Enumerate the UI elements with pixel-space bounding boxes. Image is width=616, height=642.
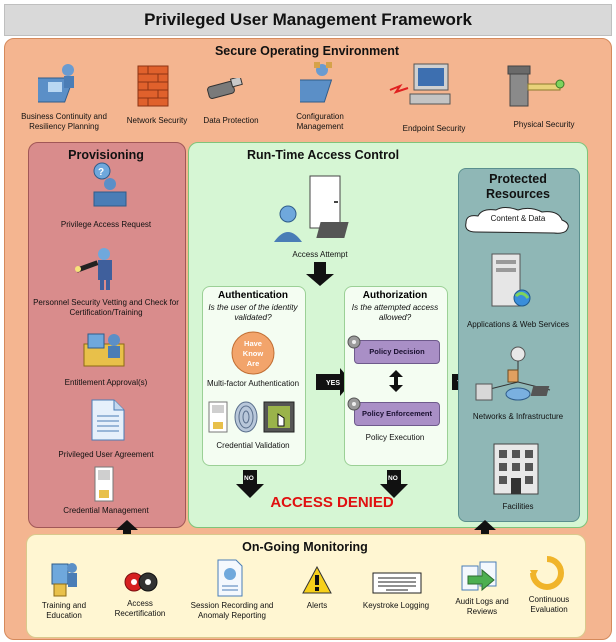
mon-label-recertification: Access Recertification [114, 599, 166, 618]
protected-header-line2: Resources [486, 187, 550, 201]
env-label-configuration: Configuration Management [296, 112, 344, 131]
session-recording-icon [217, 559, 243, 597]
mon-label-training: Training and Education [41, 601, 87, 620]
have-know-are-badge: Have Know Are [231, 331, 275, 375]
access-attempt-label: Access Attempt [292, 250, 348, 259]
prov-label-access-request: Privilege Access Request [60, 220, 152, 229]
mon-label-audit-logs: Audit Logs and Reviews [455, 597, 509, 616]
audit-logs-icon [461, 561, 497, 592]
document-icon [91, 399, 125, 441]
runtime-header: Run-Time Access Control [246, 148, 400, 162]
protected-header: Protected Resources [458, 172, 578, 202]
continuous-evaluation-icon [530, 556, 564, 590]
configuration-icon [300, 62, 333, 103]
mon-label-alerts: Alerts [306, 601, 328, 610]
no-label-1: NO [244, 475, 254, 482]
policy-execution-label: Policy Execution [365, 433, 425, 442]
prov-label-credential-management: Credential Management [63, 506, 149, 515]
usb-drive-icon [207, 78, 243, 99]
policy-decision: Policy Decision [354, 340, 440, 364]
turnstile-icon [507, 65, 565, 107]
network-icon [475, 346, 551, 401]
applications-label: Applications & Web Services [466, 320, 570, 329]
authorization-header: Authorization [362, 290, 428, 301]
svg-text:?: ? [98, 167, 104, 178]
monitoring-header: On-Going Monitoring [242, 540, 368, 554]
no-arrow-authentication: NO [236, 470, 264, 498]
mon-label-keystroke: Keystroke Logging [362, 601, 430, 610]
yes-arrow-authorization: YES [316, 368, 352, 396]
firewall-icon [137, 65, 169, 107]
security-guard-icon [75, 248, 112, 290]
access-attempt-icon [274, 175, 349, 242]
gear-icon-enforcement [347, 397, 361, 411]
authorization-question: Is the attempted access allowed? [351, 303, 439, 322]
prov-label-user-agreement: Privileged User Agreement [58, 450, 154, 459]
credential-icon [94, 466, 114, 502]
environment-header: Secure Operating Environment [214, 44, 400, 58]
env-label-data-protection: Data Protection [203, 116, 259, 125]
policy-double-arrow [389, 370, 403, 392]
mon-label-continuous-evaluation: Continuous Evaluation [528, 595, 570, 614]
no-label-2: NO [388, 475, 398, 482]
badge-are: Are [247, 359, 260, 368]
recertification-icon [124, 572, 158, 592]
policy-enforcement: Policy Enforcement [354, 402, 440, 426]
no-arrow-authorization: NO [380, 470, 408, 498]
cloud-icon [465, 207, 569, 234]
access-attempt-arrow [306, 262, 334, 286]
badge-know: Know [243, 349, 264, 358]
prov-label-security-vetting: Personnel Security Vetting and Check for… [33, 298, 179, 317]
env-label-physical-security: Physical Security [513, 120, 575, 129]
alert-icon [302, 566, 332, 594]
authentication-box [202, 286, 306, 466]
authentication-question: Is the user of the identity validated? [208, 303, 298, 322]
credential-validation-label: Credential Validation [216, 441, 290, 450]
env-label-network-security: Network Security [126, 116, 188, 125]
mon-label-session-recording: Session Recording and Anomaly Reporting [190, 601, 274, 620]
endpoint-computer-icon [389, 63, 451, 105]
provisioning-header: Provisioning [68, 148, 144, 162]
keyboard-icon [372, 572, 422, 594]
diagram-title: Privileged User Management Framework [4, 4, 612, 36]
badge-have: Have [244, 339, 262, 348]
prov-label-entitlement: Entitlement Approval(s) [64, 378, 148, 387]
env-label-endpoint-security: Endpoint Security [402, 124, 466, 133]
server-icon [491, 253, 531, 307]
protected-header-line1: Protected [489, 172, 547, 186]
approval-icon [83, 333, 125, 367]
authentication-header: Authentication [218, 290, 288, 301]
gear-icon [347, 335, 361, 349]
networks-label: Networks & Infrastructure [472, 412, 564, 421]
access-denied-text: ACCESS DENIED [270, 494, 394, 511]
content-data-label: Content & Data [490, 214, 546, 223]
access-request-icon: ? [93, 162, 127, 207]
facilities-label: Facilities [502, 502, 534, 511]
multifactor-label: Multi-factor Authentication [206, 379, 300, 388]
training-icon [51, 563, 77, 597]
yes-label-1: YES [326, 380, 340, 387]
credential-validation-icons [208, 401, 295, 433]
business-continuity-icon [38, 64, 75, 103]
facilities-building-icon [493, 443, 539, 495]
env-label-business-continuity: Business Continuity and Resiliency Plann… [21, 112, 107, 131]
